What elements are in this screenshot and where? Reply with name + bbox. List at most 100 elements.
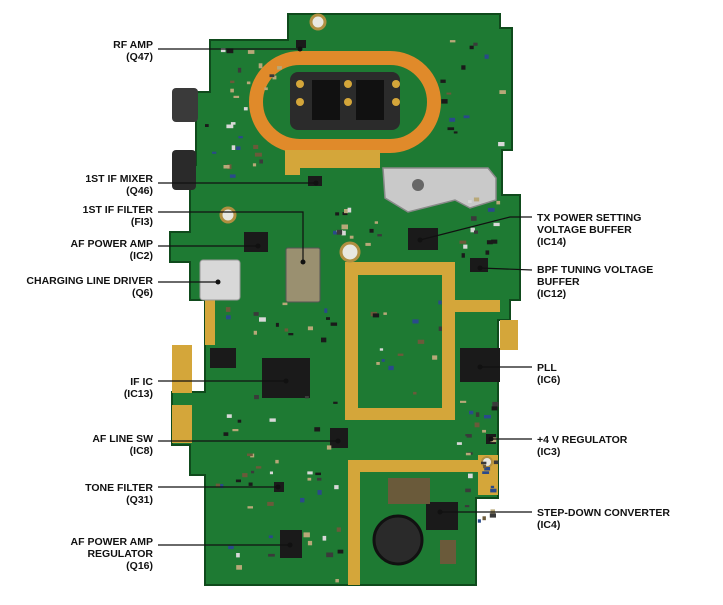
smd-component [441,99,448,104]
smd-component [464,505,470,508]
smd-component [246,81,251,85]
smd-component [235,479,241,483]
charging-shield [199,259,241,301]
smd-component [342,212,348,216]
smd-component [247,453,253,457]
smd-component [369,228,374,233]
smd-component [326,445,332,450]
smd-component [469,45,474,50]
leader-dot-af-line-sw [335,438,341,444]
edge-pad-right [500,320,518,350]
smd-component [253,312,259,316]
smd-component [226,414,232,418]
smd-component [372,313,380,318]
smd-component [432,355,438,360]
smd-component [314,427,321,432]
callout-ref: (IC6) [537,374,561,386]
chip-q47 [296,40,306,48]
capacitor-bank [388,478,430,504]
smd-component [252,163,257,167]
smd-component [269,74,275,78]
smd-component [230,122,236,125]
smd-component [438,326,442,331]
smd-component [272,75,277,80]
smd-component [383,312,387,315]
smd-component [236,146,241,150]
inductor-coil [372,514,424,566]
smd-component [232,429,239,432]
smd-component [300,497,305,503]
smd-component [459,240,467,244]
callout-text: 1ST IF FILTER [82,204,153,216]
smd-component [307,540,313,546]
smd-component [243,107,248,111]
smd-component [440,79,446,83]
smd-component [333,230,338,235]
smd-component [330,322,338,326]
smd-component [468,473,473,479]
smd-component [242,473,248,478]
smd-component [491,406,498,411]
smd-component [493,460,499,465]
callout-ref: (IC14) [537,236,567,248]
callout-ref: (Q16) [126,560,153,572]
callout-charging-line-driver: CHARGING LINE DRIVER (Q6) [26,275,153,299]
callout-ref: (IC2) [129,250,153,262]
callout-ref: (IC12) [537,288,567,300]
smd-component [236,553,240,558]
smd-component [474,422,480,428]
edge-pad-left-lower [172,405,192,443]
callout-tx-power-setting-voltage-buffer: TX POWER SETTING VOLTAGE BUFFER (IC14) [537,212,641,248]
callout-text-2: REGULATOR [87,548,153,560]
callout-text: BPF TUNING VOLTAGE [537,264,654,276]
contact-slot-right [356,80,384,120]
gold-trace-mid [285,150,380,175]
smd-component [275,322,279,327]
smd-component [307,471,313,475]
smd-component [412,319,419,324]
chip-if-ic [262,358,310,398]
gold-trace-frame [345,262,500,420]
callout-af-power-amp-regulator: AF POWER AMP REGULATOR (Q16) [71,536,153,572]
leader-dot-4v-regulator [488,436,494,442]
smd-component [484,467,491,471]
shield-screw [412,179,424,191]
leader-dot-if-ic [283,378,289,384]
smd-component [365,242,371,246]
callout-ref: (FI3) [130,216,153,228]
smd-component [469,410,474,415]
smd-component [307,477,312,481]
smd-component [447,127,455,131]
callout-pll: PLL (IC6) [537,362,560,386]
smd-component [484,415,491,419]
leader-1st-if-filter [158,211,304,262]
smd-component [326,317,330,320]
edge-pad-left [172,345,192,393]
contact-pin [392,98,400,106]
callout-ref: (IC4) [537,519,561,531]
leader-dot-tone-filter [275,484,281,490]
smd-component [282,302,288,306]
smd-component [223,432,229,436]
smd-component [376,362,380,365]
smd-component [475,412,480,417]
smd-component [333,401,338,404]
smd-component [461,253,465,258]
smd-component [212,151,217,154]
leader-dot-pll [477,364,483,370]
callout-ref: (Q31) [126,494,153,506]
smd-component [490,488,497,493]
callout-text: RF AMP [113,39,153,51]
callout-text-2: BUFFER [537,276,580,288]
smd-component [322,535,327,541]
callout-text-2: VOLTAGE BUFFER [537,224,632,236]
shield-gasket [249,51,441,153]
smd-component [463,115,470,119]
leader-bpf-tuning [479,267,533,271]
smd-component [238,136,243,139]
callout-1st-if-mixer: 1ST IF MIXER (Q46) [85,173,153,197]
smd-component [225,307,231,312]
smd-component [248,482,253,486]
shield-can [382,167,497,213]
